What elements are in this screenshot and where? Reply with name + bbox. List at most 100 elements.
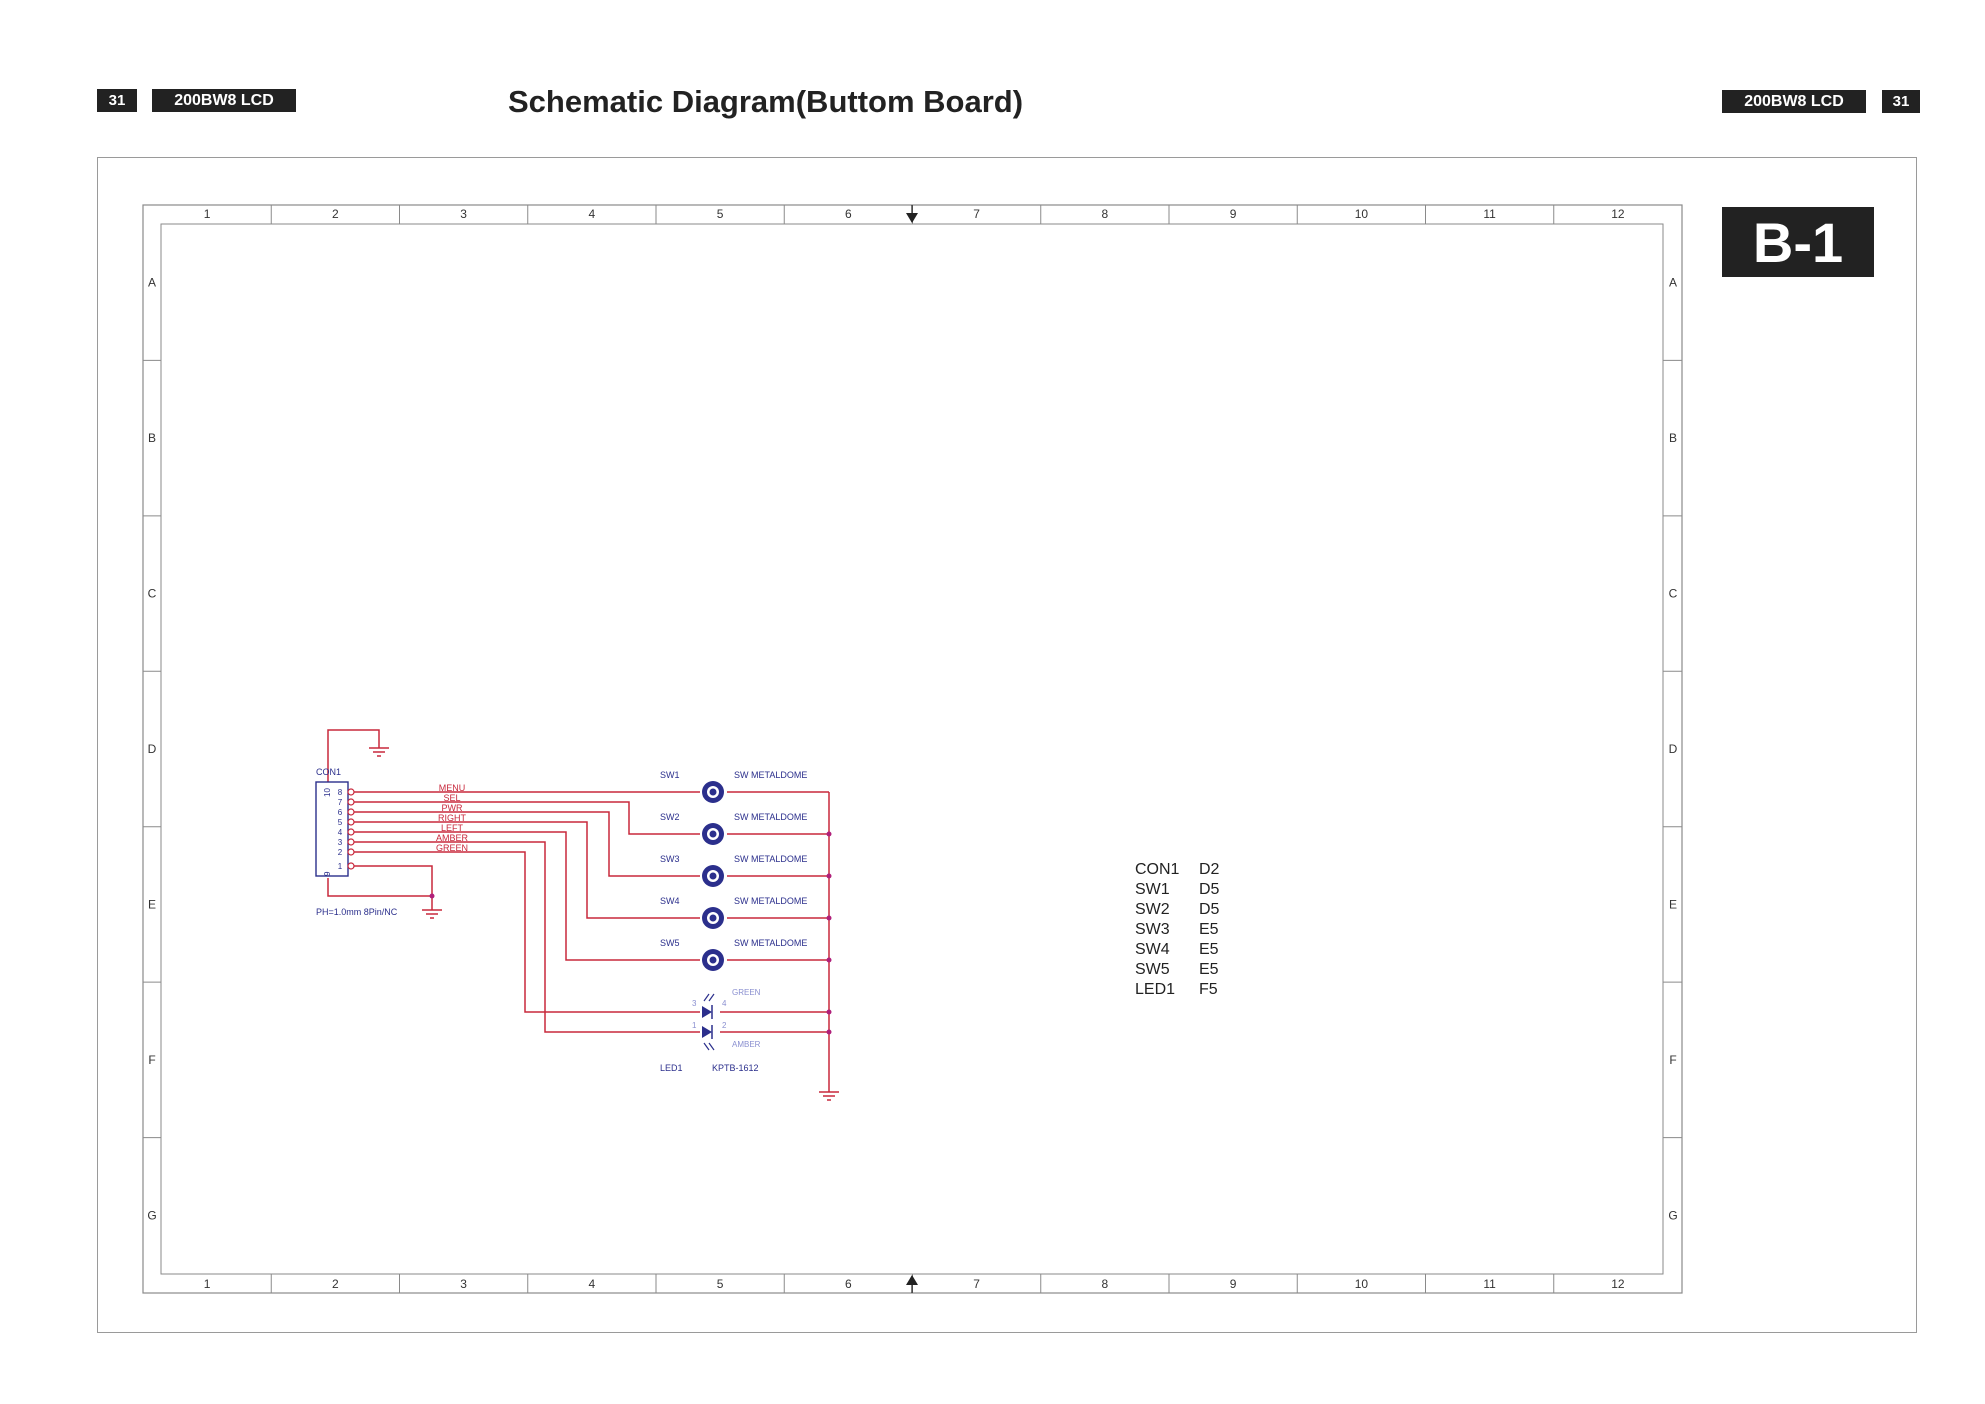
- frame-column-label: 8: [1102, 207, 1109, 221]
- reference-part: SW5: [1135, 961, 1170, 978]
- frame-row-label: C: [148, 587, 157, 601]
- connector-pin-icon: [347, 808, 355, 816]
- junction-dot: [826, 831, 832, 837]
- signal-label: SEL: [443, 793, 460, 803]
- connector-pin-icon: [347, 798, 355, 806]
- junction-dot: [826, 873, 832, 879]
- model-label-left: 200BW8 LCD: [152, 89, 296, 112]
- wire-left: [354, 831, 700, 961]
- junction-dot: [826, 957, 832, 963]
- frame-column-label: 2: [332, 207, 339, 221]
- frame-row-label: B: [148, 431, 156, 445]
- frame-column-label: 2: [332, 1277, 339, 1291]
- connector-pin-number: 6: [338, 808, 343, 817]
- switch-sw1: SW1 SW METALDOME: [660, 770, 807, 803]
- signal-label: RIGHT: [438, 813, 467, 823]
- frame-column-label: 11: [1483, 1277, 1496, 1291]
- led-pin: 1: [692, 1021, 697, 1030]
- connector-ref: CON1: [316, 767, 341, 777]
- reference-part: SW3: [1135, 921, 1170, 938]
- frame-row-label: F: [1669, 1053, 1676, 1067]
- signal-label: PWR: [442, 803, 463, 813]
- wire-pwr: [354, 811, 700, 877]
- frame-column-label: 9: [1230, 207, 1237, 221]
- connector-pin-icon: [347, 828, 355, 836]
- led-ref: LED1: [660, 1063, 683, 1073]
- frame-column-label: 7: [973, 207, 980, 221]
- frame-column-label: 9: [1230, 1277, 1237, 1291]
- frame-row-label: D: [1669, 742, 1678, 756]
- reference-part: CON1: [1135, 861, 1180, 878]
- wire-amber: [354, 841, 700, 1033]
- page-number-left: 31: [97, 89, 137, 112]
- ground-symbols: [369, 747, 839, 1101]
- led-pin: 2: [722, 1021, 727, 1030]
- center-arrow-top: [906, 213, 918, 223]
- reference-part: SW4: [1135, 941, 1170, 958]
- connector-mount-pin: 9: [323, 871, 332, 876]
- frame-column-label: 5: [717, 207, 724, 221]
- sheet-badge: B-1: [1722, 207, 1874, 277]
- schematic-sheet: [97, 157, 1917, 1333]
- signal-label: AMBER: [436, 833, 469, 843]
- switch-type: SW METALDOME: [734, 770, 807, 780]
- frame-column-label: 3: [460, 1277, 467, 1291]
- frame-row-label: G: [1668, 1208, 1677, 1222]
- connector-pin-number: 7: [338, 798, 343, 807]
- junction-dot: [826, 1009, 832, 1015]
- reference-row: SW3 E5: [1135, 920, 1219, 940]
- ground-icon: [422, 909, 442, 919]
- switch-type: SW METALDOME: [734, 938, 807, 948]
- reference-location: D2: [1199, 861, 1220, 878]
- frame-row-label: B: [1669, 431, 1677, 445]
- frame-row-label: G: [147, 1208, 156, 1222]
- frame-column-label: 10: [1355, 207, 1369, 221]
- wire-right: [354, 821, 700, 919]
- frame-column-label: 8: [1102, 1277, 1109, 1291]
- frame-row-label: A: [1669, 276, 1677, 290]
- frame-row-label: F: [148, 1053, 155, 1067]
- frame-column-label: 12: [1611, 207, 1625, 221]
- switch-ref: SW2: [660, 812, 680, 822]
- switch-ref: SW1: [660, 770, 680, 780]
- frame-column-label: 6: [845, 1277, 852, 1291]
- switch-type: SW METALDOME: [734, 896, 807, 906]
- connector-pin-number: 3: [338, 838, 343, 847]
- ground-icon: [819, 1091, 839, 1101]
- frame-column-label: 12: [1611, 1277, 1625, 1291]
- reference-location: E5: [1199, 921, 1219, 938]
- connector-pin-icon: [347, 848, 355, 856]
- switch-ref: SW4: [660, 896, 680, 906]
- wire-con1-mount-gnd: [327, 729, 380, 782]
- connector-body: [315, 781, 349, 877]
- frame-row-label: E: [148, 897, 156, 911]
- wire-green: [354, 851, 700, 1013]
- reference-row: SW4 E5: [1135, 940, 1219, 960]
- connector-pin-number: 5: [338, 818, 343, 827]
- switch-type: SW METALDOME: [734, 854, 807, 864]
- reference-location: E5: [1199, 941, 1219, 958]
- reference-location: F5: [1199, 981, 1218, 998]
- reference-location: D5: [1199, 881, 1220, 898]
- reference-row: CON1 D2: [1135, 860, 1219, 880]
- connector-pin-number: 4: [338, 828, 343, 837]
- wire-con1-pin1-gnd: [327, 878, 433, 910]
- led-emission-icon: [703, 993, 715, 1051]
- page-title: Schematic Diagram(Buttom Board): [508, 84, 1024, 119]
- page-number-right: 31: [1882, 90, 1920, 113]
- switch-sw4: SW4 SW METALDOME: [660, 896, 807, 929]
- wires: [327, 729, 830, 1092]
- junction-dot: [429, 893, 435, 899]
- frame-column-label: 7: [973, 1277, 980, 1291]
- frame-column-label: 4: [589, 1277, 596, 1291]
- frame-column-label: 11: [1483, 207, 1496, 221]
